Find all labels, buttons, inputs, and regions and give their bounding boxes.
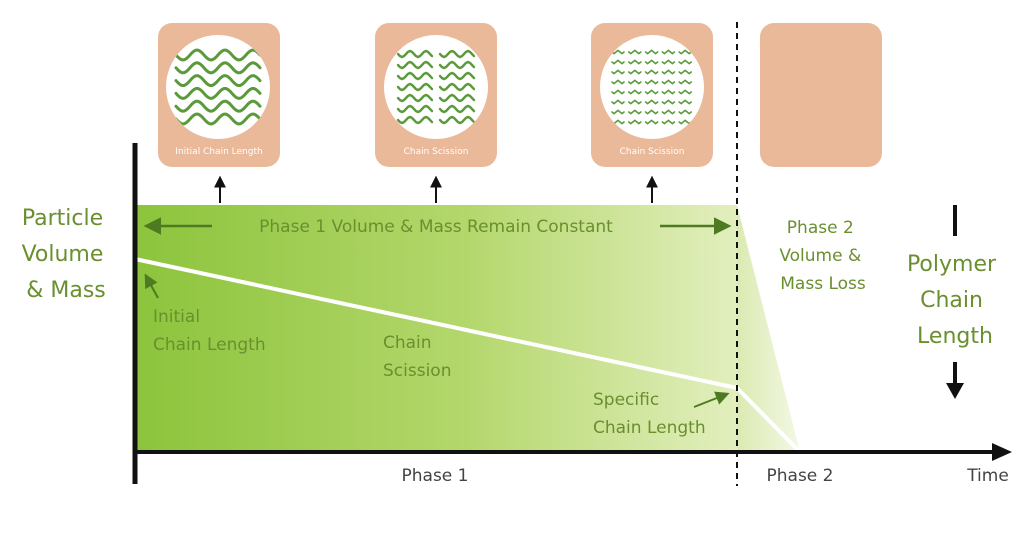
panel-caption: Chain Scission [404, 147, 469, 157]
x-axis-arrowhead [992, 443, 1012, 461]
polymer-chain [628, 109, 642, 115]
polymer-chain [678, 69, 692, 75]
y-axis-label: Particle Volume & Mass [22, 206, 111, 303]
specific-pointer [693, 391, 730, 408]
polymer-chain [644, 109, 659, 115]
polymer-chain [628, 119, 642, 125]
polymer-chain [661, 109, 676, 115]
polymer-chain [438, 115, 476, 125]
x-label-phase2: Phase 2 [767, 466, 834, 486]
polymer-chain [678, 59, 692, 65]
polymer-chain [174, 99, 262, 113]
polymer-chain [611, 79, 625, 85]
polymer-chain [438, 104, 476, 114]
polymer-chain [611, 99, 625, 105]
polymer-chain [396, 115, 434, 125]
polymer-chain [628, 89, 642, 95]
panel-empty [760, 23, 882, 167]
polymer-chain [438, 93, 476, 103]
polymer-chain [644, 69, 659, 75]
polymer-chain [174, 87, 262, 100]
polymer-chain [611, 109, 625, 115]
polymer-chain [628, 99, 642, 105]
polymer-chain [628, 69, 642, 75]
phase1-region [135, 205, 737, 452]
polymer-chain [174, 48, 262, 62]
polymer-chain [661, 79, 676, 85]
polymer-chain [678, 109, 692, 115]
phase2-label: Phase 2 Volume & Mass Loss [779, 218, 866, 294]
polymer-chain [396, 71, 434, 81]
right-arrowhead [946, 383, 964, 399]
polymer-chain [628, 59, 642, 65]
panel-initial [158, 23, 280, 167]
polymer-chain [396, 49, 434, 59]
polymer-chain [438, 49, 476, 59]
polymer-chain [438, 71, 476, 81]
polymer-chain [678, 79, 692, 85]
chain-circle [600, 35, 704, 139]
polymer-chain [611, 49, 625, 55]
polymer-chain [611, 69, 625, 75]
polymer-chain [611, 89, 625, 95]
polymer-chain [661, 69, 676, 75]
annotation-scission: Chain Scission [383, 333, 451, 381]
polymer-chain [678, 49, 692, 55]
panel-caption: Chain Scission [620, 147, 685, 157]
polymer-chain [644, 49, 659, 55]
phase2-region [737, 205, 800, 452]
annotation-initial: Initial Chain Length [153, 307, 266, 355]
polymer-chain [396, 60, 434, 70]
polymer-chain [644, 79, 659, 85]
polymer-chain [678, 89, 692, 95]
polymer-chain [628, 79, 642, 85]
polymer-chain [438, 82, 476, 92]
x-label-time: Time [966, 466, 1009, 486]
polymer-chain [611, 59, 625, 65]
initial-pointer [144, 273, 159, 299]
panel-scission-1 [375, 23, 497, 167]
polymer-chain [438, 60, 476, 70]
polymer-chain [396, 104, 434, 114]
polymer-chain [678, 99, 692, 105]
polymer-chain [628, 49, 642, 55]
polymer-chain [396, 93, 434, 103]
polymer-chain [661, 59, 676, 65]
polymer-chain [644, 89, 659, 95]
annotation-specific: Specific Chain Length [593, 390, 706, 438]
panel-caption: Initial Chain Length [175, 147, 262, 157]
polymer-chain [661, 89, 676, 95]
x-label-phase1: Phase 1 [402, 466, 469, 486]
polymer-chain [396, 82, 434, 92]
polymer-chain [644, 59, 659, 65]
chain-circle [166, 35, 270, 139]
polymer-chain [661, 99, 676, 105]
polymer-chain [174, 74, 262, 87]
polymer-chain [661, 49, 676, 55]
polymer-chain [661, 119, 676, 125]
panel-scission-2 [591, 23, 713, 167]
polymer-chain [174, 112, 262, 126]
polymer-chain [174, 61, 262, 75]
polymer-chain [644, 99, 659, 105]
phase1-banner: Phase 1 Volume & Mass Remain Constant [259, 217, 613, 237]
right-label: Polymer Chain Length [907, 252, 1003, 349]
polymer-chain [644, 119, 659, 125]
